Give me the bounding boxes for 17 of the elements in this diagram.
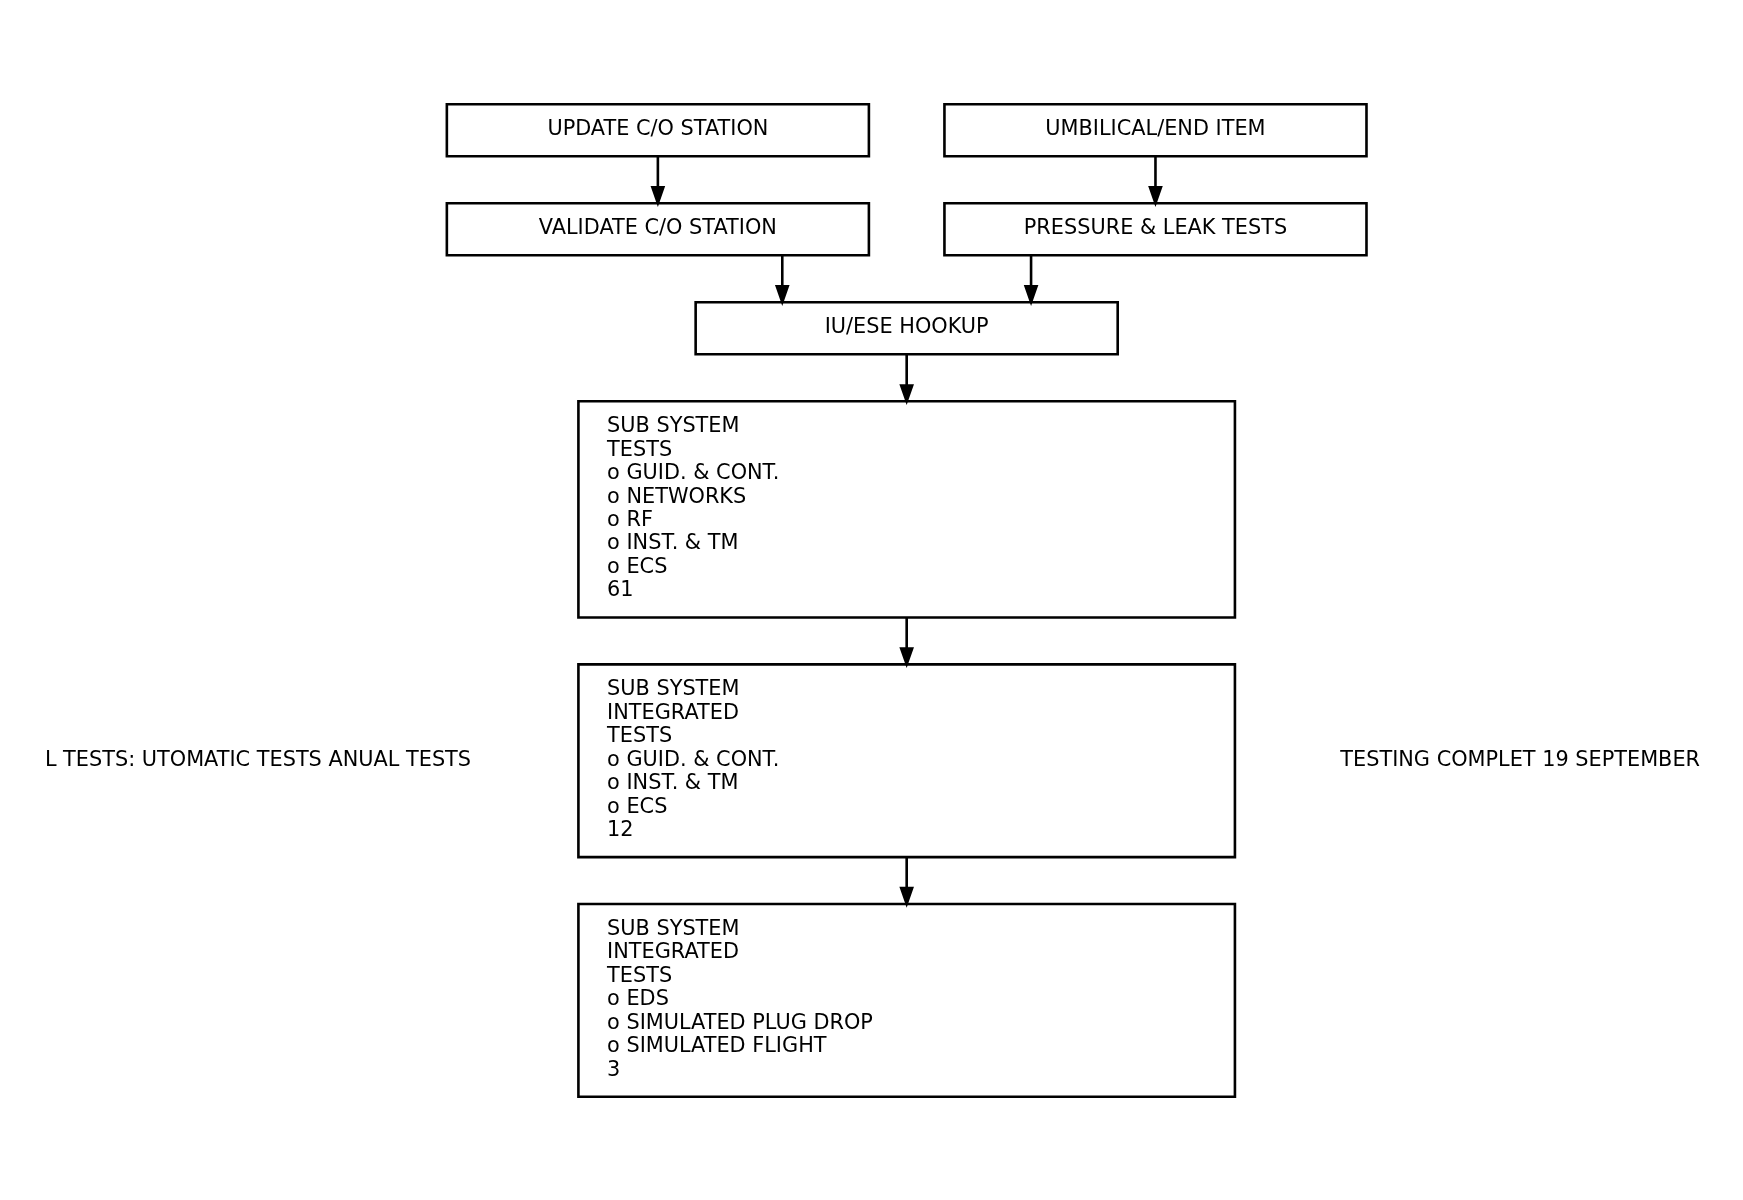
node-box: SUB SYSTEM TESTS o GUID. & CONT. o NETWORKS o RF o INST. & TM o ECS 61 — [577, 399, 1237, 619]
node-box: IU/ESE HOOKUP — [694, 300, 1119, 356]
node-box: PRESSURE & LEAK TESTS — [943, 201, 1368, 257]
node-box: SUB SYSTEM INTEGRATED TESTS o GUID. & CONT. o INST. & TM o ECS 12 — [577, 662, 1237, 858]
arrow — [899, 856, 914, 908]
arrow — [650, 156, 666, 207]
arrow — [774, 255, 790, 306]
node-box: UPDATE C/O STATION — [445, 102, 871, 158]
node-box: VALIDATE C/O STATION — [445, 201, 871, 257]
arrow — [899, 617, 914, 668]
node-box: SUB SYSTEM INTEGRATED TESTS o EDS o SIMULATED PLUG DROP o SIMULATED FLIGHT 3 — [577, 902, 1237, 1098]
arrow — [899, 354, 914, 405]
label: TESTING COMPLET 19 SEPTEMBER — [1340, 746, 1701, 771]
label: L TESTS: UTOMATIC TESTS ANUAL TESTS — [44, 746, 472, 771]
arrow — [1023, 255, 1039, 306]
node-box: UMBILICAL/END ITEM — [943, 102, 1368, 158]
arrow — [1148, 156, 1163, 207]
